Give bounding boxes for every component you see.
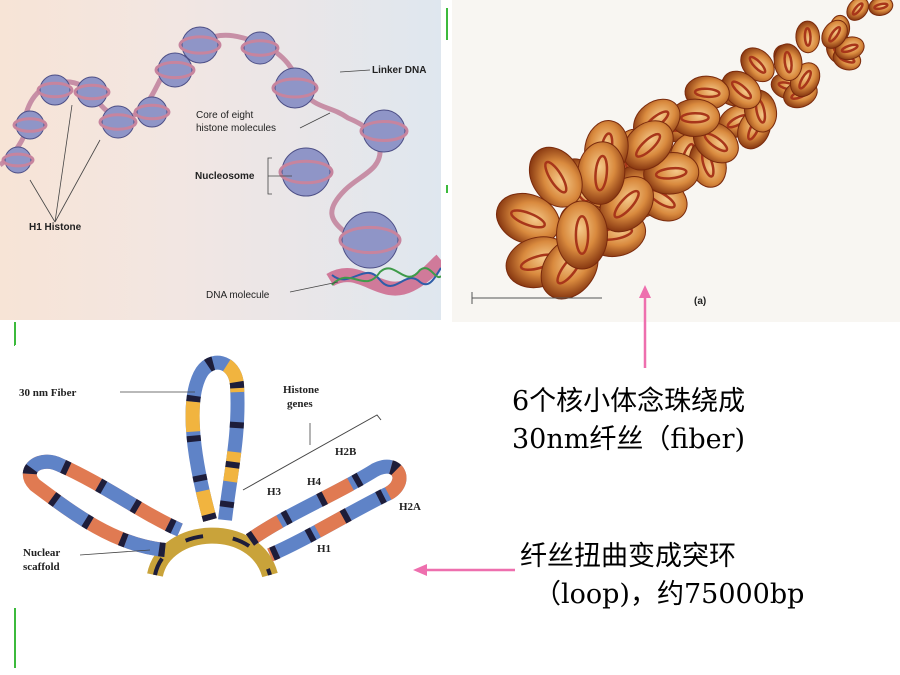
nucleosome-bead [274,67,316,109]
dna-wrap [271,77,319,99]
fiber-stripe [679,112,710,124]
solenoid-fiber-illustration: (a) [471,0,894,307]
caption-fiber-line2: 30nm纤丝（fiber) [512,424,746,455]
dna-wrap [154,60,196,80]
dna-wrap [240,39,280,57]
label-core-line2: histone molecules [196,123,276,134]
fiber-petal [773,43,803,82]
nucleosome-bead [15,110,45,140]
nucleosome-bead [157,52,193,88]
caption-loop-line1: 纤丝扭曲变成突环 [520,541,736,572]
chromatin-loop-diagram: 30 nm Fiber Histone genes H2B H4 H3 H2A … [19,355,421,578]
fiber-stripe [783,50,793,74]
caption-loop: 纤丝扭曲变成突环 （loop)，约75000bp [520,538,804,614]
green-tick-mid [446,185,448,193]
fiber-stripe [803,26,812,47]
figure-tag: (a) [694,296,706,307]
fiber-stripe [748,55,767,74]
dna-wrap [36,81,74,99]
dna-helix-strand-b [331,267,441,286]
label-nucleosome: Nucleosome [195,171,255,182]
dna-helix-strand-a [331,267,441,287]
nucleosome-bead [101,105,135,139]
green-tick-left-2 [14,608,16,668]
solenoid-fiber-panel: (a) [452,0,900,322]
fiber-nucleosome-petals [496,0,894,300]
label-h1: H1 [317,543,331,555]
fiber-stripe [693,87,721,99]
fiber-stripe [730,80,753,100]
nucleosome-bead [243,31,277,65]
nucleosome-diagram-panel: Linker DNA Core of eight histone molecul… [0,0,441,320]
caption-loop-line2: （loop)，约75000bp [534,579,805,610]
dna-wrap [1,152,35,168]
label-dna-molecule: DNA molecule [206,290,270,301]
label-nuclear-scaffold-line2: scaffold [23,561,60,573]
fiber-stripe [510,209,546,229]
label-h4: H4 [307,476,322,488]
caption-fiber-line1: 6个核小体念珠绕成 [512,386,746,417]
fiber-stripe [594,154,609,192]
label-30nm-fiber: 30 nm Fiber [19,387,77,399]
nucleosome-bead [281,147,331,197]
fiber-petal [556,200,608,270]
nucleosome-bead [4,146,32,174]
label-h2b: H2B [335,446,357,458]
fiber-stripe [634,132,662,158]
green-tick-left-1 [14,322,16,346]
dna-wrap [338,225,402,255]
nucleosome-bead [341,211,399,269]
fiber-stripe [840,43,859,54]
caption-30nm-fiber: 6个核小体念珠绕成 30nm纤丝（fiber) [512,383,745,459]
dna-wrap [73,83,111,101]
fiber-petal [795,20,821,54]
fiber-petal [622,120,674,171]
dna-wrap [133,103,171,121]
nucleosome-bead [76,76,108,108]
fiber-stripe [574,215,590,255]
dna-wrap [359,120,409,142]
fiber-petal [721,70,762,110]
dna-wrap [12,117,48,133]
fiber-stripe [544,160,568,194]
dna-wrap [98,113,138,131]
fiber-stripe [851,2,864,16]
nucleosome-bead [39,74,71,106]
fiber-petal [868,0,894,16]
green-tick-top [446,8,448,40]
fiber-petal [821,19,848,49]
nucleosome-bead [136,96,168,128]
fiber-stripe [873,2,889,11]
fiber-stripe [654,166,688,180]
label-h3: H3 [267,486,282,498]
nucleosome-diagram: Linker DNA Core of eight histone molecul… [0,26,441,301]
label-core-line1: Core of eight [196,110,253,121]
dna-wrap [278,159,334,185]
loop-right [245,459,407,562]
fiber-stripe [613,189,640,219]
label-linker-dna: Linker DNA [372,65,426,76]
fiber-stripe [828,25,842,43]
label-histone-genes-line1: Histone [283,384,319,396]
label-histone-genes-line2: genes [287,398,313,410]
label-h2a: H2A [399,501,421,513]
label-h1-histone: H1 Histone [29,222,82,233]
chromatin-loop-panel: 30 nm Fiber Histone genes H2B H4 H3 H2A … [15,345,438,605]
nucleosome-bead [181,26,219,64]
dna-wrap [178,35,222,55]
label-nuclear-scaffold-line1: Nuclear [23,547,60,559]
nucleosome-bead [362,109,406,153]
dna-molecule-ribbon [326,254,441,296]
fiber-stripe [798,69,812,90]
nucleosome-beads [1,26,409,269]
